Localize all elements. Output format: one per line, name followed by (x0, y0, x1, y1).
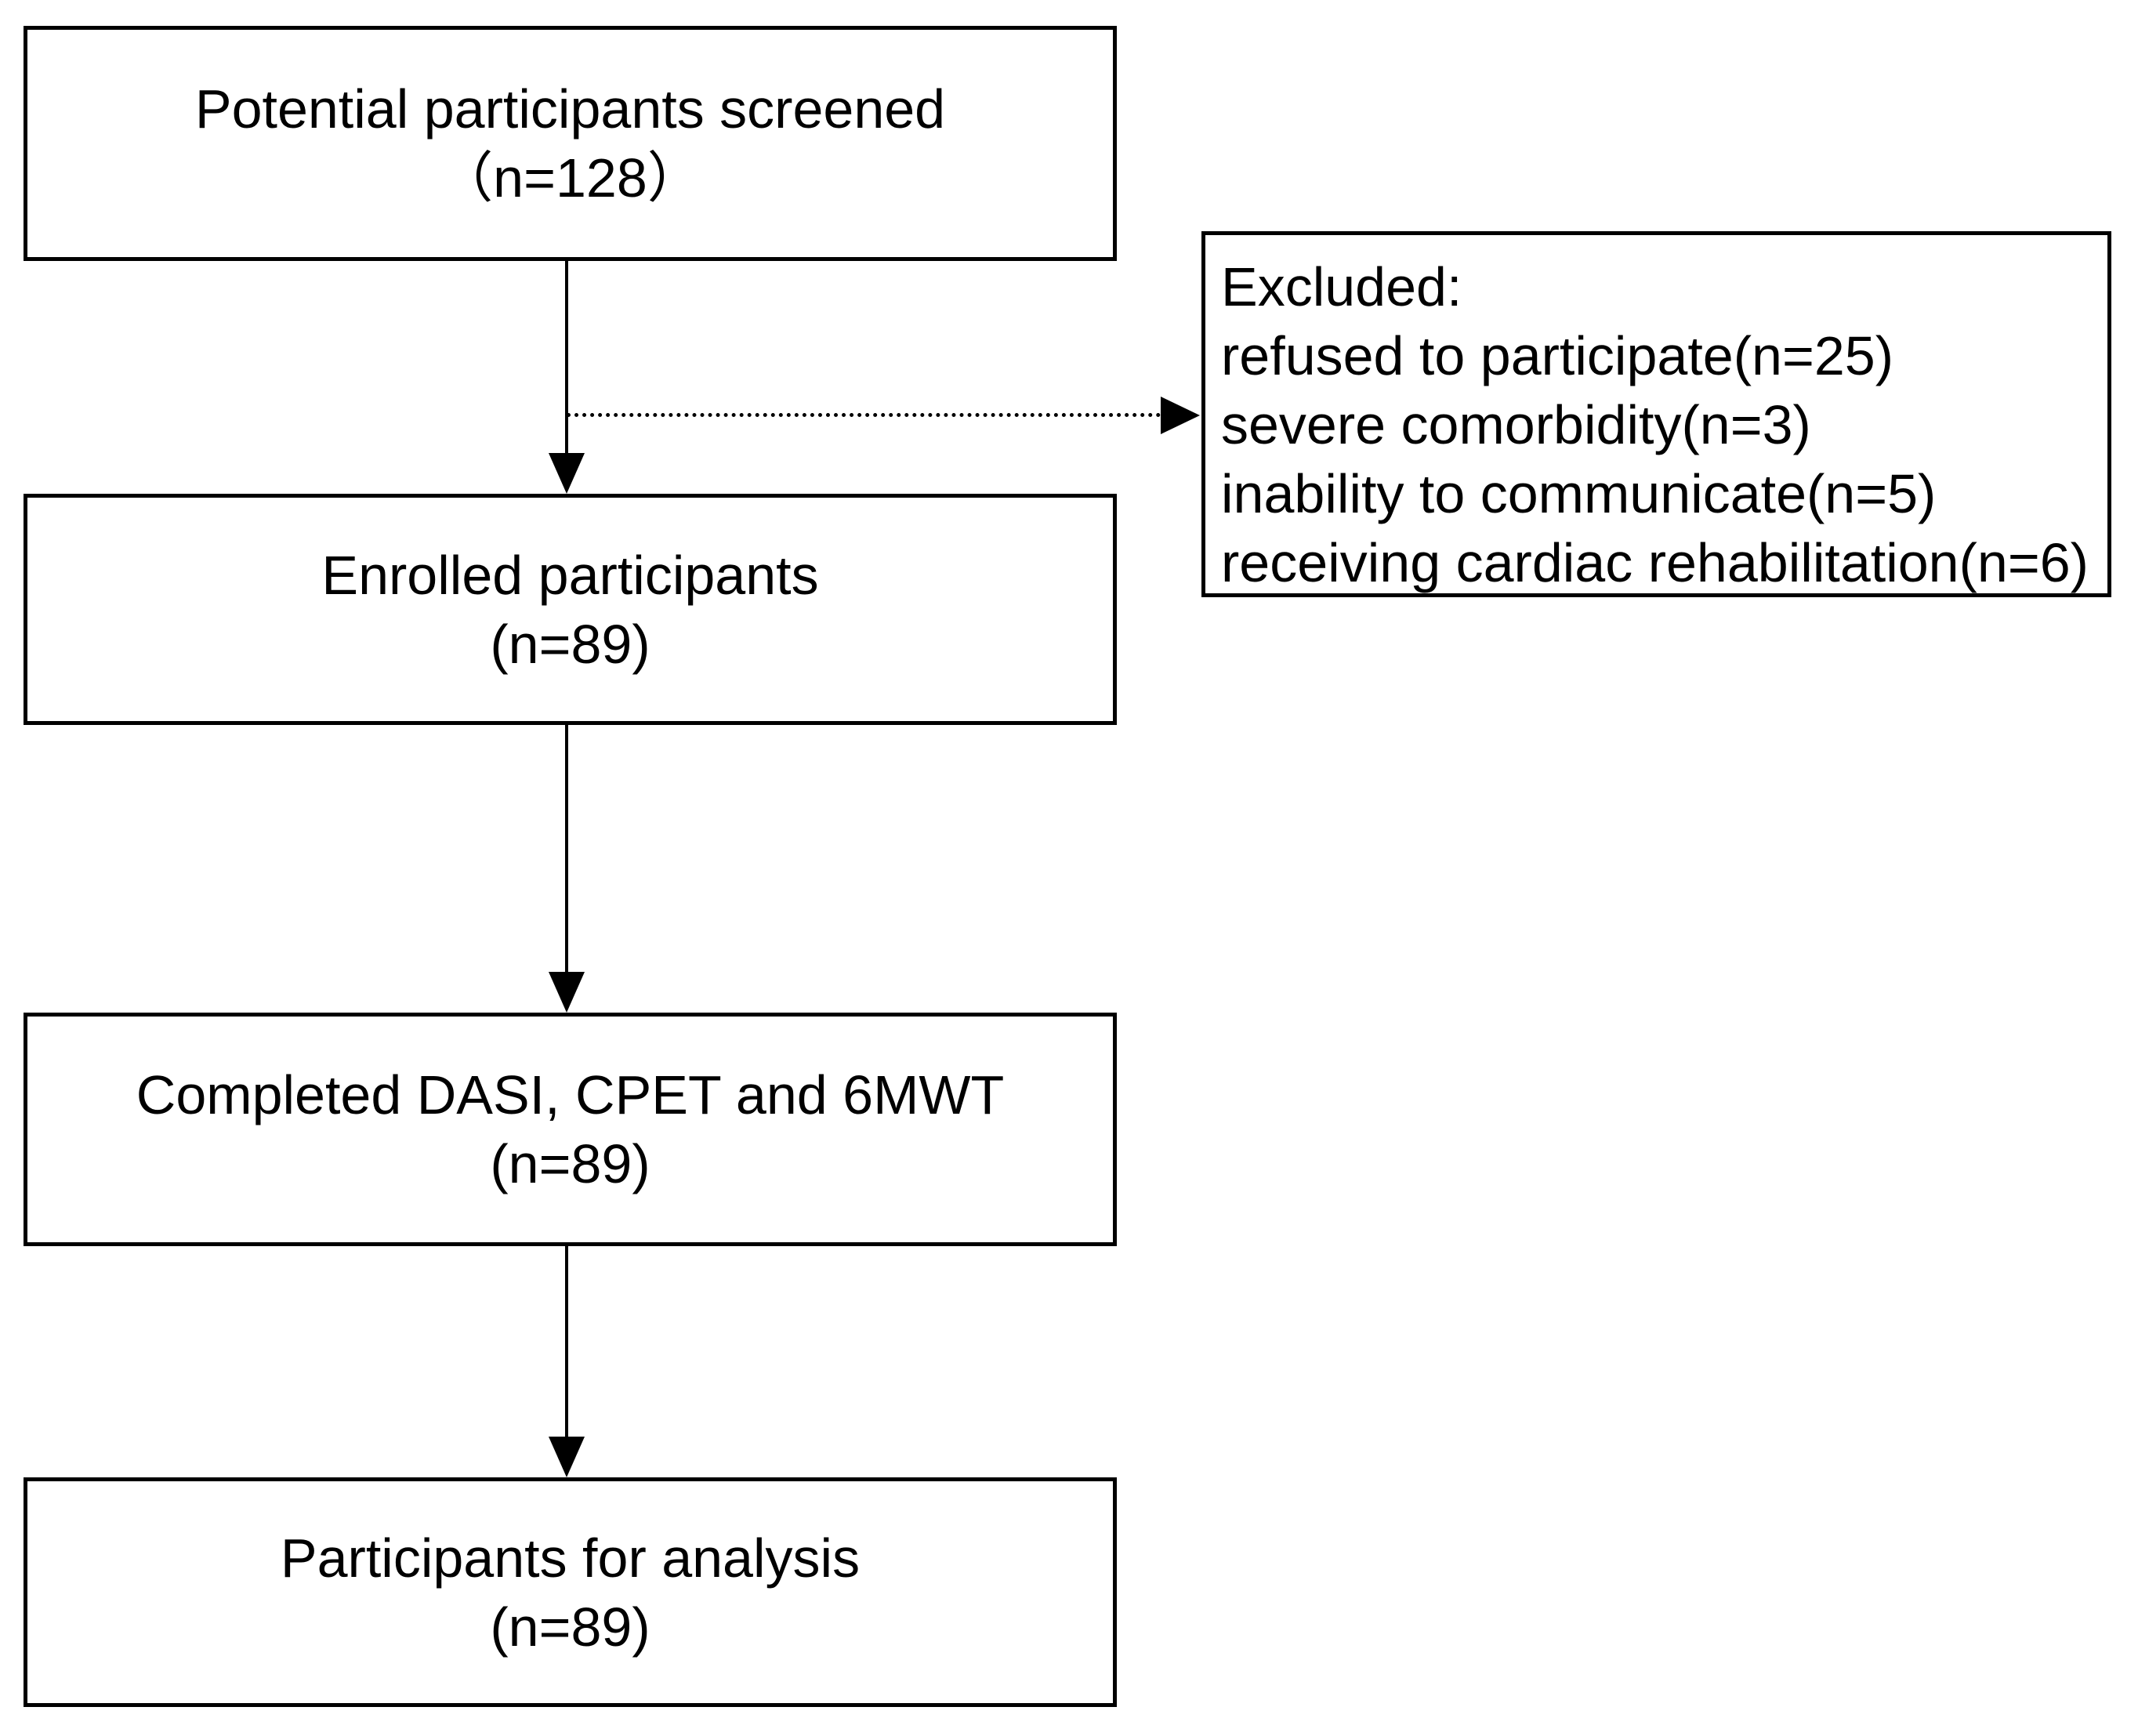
excluded-item: receiving cardiac rehabilitation(n=6) (1221, 532, 2089, 593)
box-enrolled-title: Enrolled participants (321, 544, 819, 606)
excluded-item: inability to communicate(n=5) (1221, 463, 1937, 524)
box-analysis-count: (n=89) (490, 1596, 650, 1658)
dashed-arrow-to-excluded (567, 413, 1161, 417)
box-enrolled-count: (n=89) (490, 613, 650, 675)
excluded-item: refused to participate(n=25) (1221, 325, 1894, 386)
box-completed-count: (n=89) (490, 1133, 650, 1194)
box-analysis: Participants for analysis (n=89) (24, 1477, 1117, 1707)
box-completed: Completed DASI, CPET and 6MWT (n=89) (24, 1013, 1117, 1246)
box-enrolled: Enrolled participants (n=89) (24, 494, 1117, 725)
box-screened-title: Potential participants screened (194, 78, 946, 140)
box-completed-title: Completed DASI, CPET and 6MWT (136, 1064, 1005, 1125)
box-screened: Potential participants screened （n=128） (24, 26, 1117, 261)
box-analysis-title: Participants for analysis (280, 1527, 861, 1589)
box-excluded-title: Excluded: (1221, 256, 1462, 317)
box-excluded: Excluded: refused to participate(n=25) s… (1201, 231, 2111, 597)
arrowhead-down-icon (549, 972, 585, 1013)
arrowhead-down-icon (549, 453, 585, 494)
arrow-screened-to-enrolled (565, 261, 568, 453)
arrow-enrolled-to-completed (565, 725, 568, 972)
arrowhead-right-icon (1161, 397, 1200, 434)
excluded-item: severe comorbidity(n=3) (1221, 394, 1811, 455)
arrowhead-down-icon (549, 1437, 585, 1477)
box-screened-count: （n=128） (438, 147, 702, 208)
arrow-completed-to-analysis (565, 1246, 568, 1437)
